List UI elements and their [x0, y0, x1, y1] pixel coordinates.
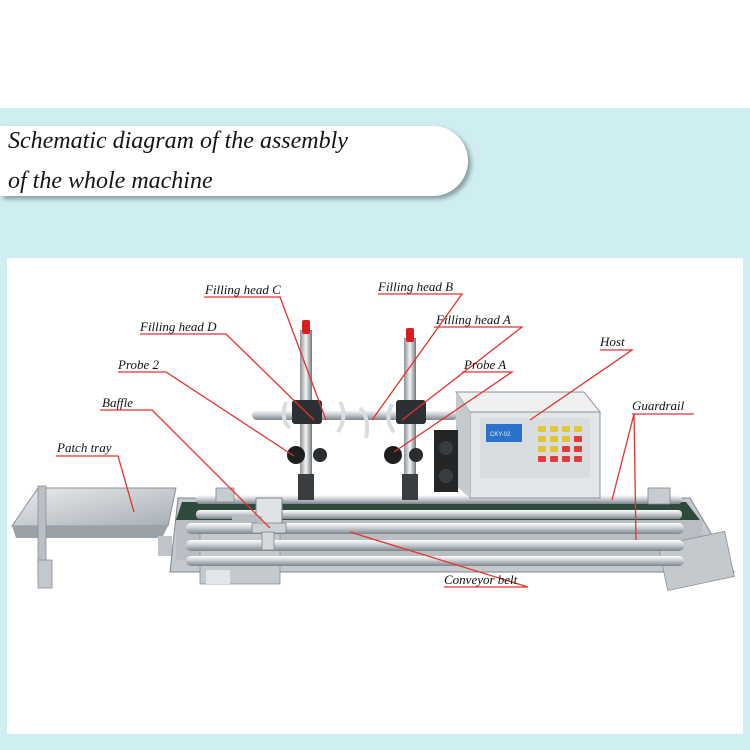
leader-guardrail-1	[611, 413, 694, 501]
leader-guardrail-2	[633, 413, 637, 541]
leader-baffle	[100, 409, 271, 529]
leader-host	[529, 349, 635, 421]
page-title: Schematic diagram of the assembly	[8, 128, 348, 154]
leader-probe-a	[393, 371, 515, 453]
label-baffle: Baffle	[102, 395, 134, 410]
label-probe-a: Probe A	[464, 357, 507, 372]
filling-head-bar	[252, 400, 458, 464]
label-host: Host	[600, 334, 625, 349]
leader-patch-tray	[56, 455, 135, 513]
leader-filling-head-b	[371, 293, 464, 421]
guardrail-brackets	[215, 487, 671, 505]
host-controller: CKY-02	[434, 391, 602, 499]
leader-filling-head-a	[401, 326, 524, 421]
label-conveyor-belt: Conveyor belt	[444, 572, 518, 587]
guardrail-rods	[186, 495, 684, 566]
page-subtitle: of the whole machine	[8, 168, 213, 194]
leader-conveyor-belt	[349, 531, 529, 588]
title-banner	[0, 126, 468, 196]
label-guardrail: Guardrail	[632, 398, 685, 413]
label-filling-head-a: Filling head A	[436, 312, 511, 327]
controller-display-text: CKY-02	[490, 432, 511, 438]
leader-probe-2	[118, 371, 295, 457]
leader-lines	[56, 293, 694, 588]
label-filling-head-b: Filling head B	[378, 279, 454, 294]
leader-filling-head-d	[140, 333, 315, 421]
label-patch-tray: Patch tray	[57, 440, 112, 455]
leader-filling-head-c	[204, 296, 327, 421]
label-probe-2: Probe 2	[118, 357, 160, 372]
patch-tray	[11, 485, 177, 589]
label-filling-head-d: Filling head D	[140, 319, 217, 334]
label-filling-head-c: Filling head C	[205, 282, 281, 297]
baffle	[232, 497, 287, 551]
